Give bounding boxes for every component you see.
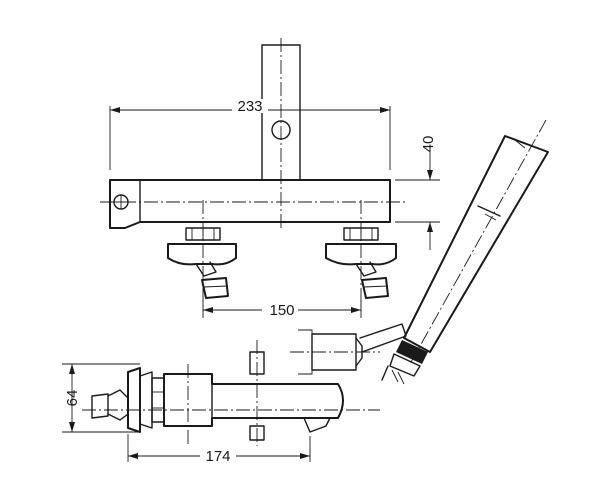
hose-connector-icon	[381, 340, 428, 385]
dim-64-label: 64	[64, 390, 81, 407]
dim-174-label: 174	[205, 448, 230, 465]
side-body	[163, 373, 344, 427]
dim-150-label: 150	[269, 302, 294, 319]
dim-233-label: 233	[237, 98, 262, 115]
dim-40-label: 40	[420, 136, 437, 153]
left-connector	[167, 227, 237, 299]
hand-shower	[359, 119, 549, 385]
front-view: 233 40 150	[100, 38, 440, 319]
shower-handle	[403, 135, 549, 353]
side-view: 64 174	[62, 329, 380, 465]
mixer-body	[109, 179, 391, 229]
wall-flange	[127, 367, 141, 433]
